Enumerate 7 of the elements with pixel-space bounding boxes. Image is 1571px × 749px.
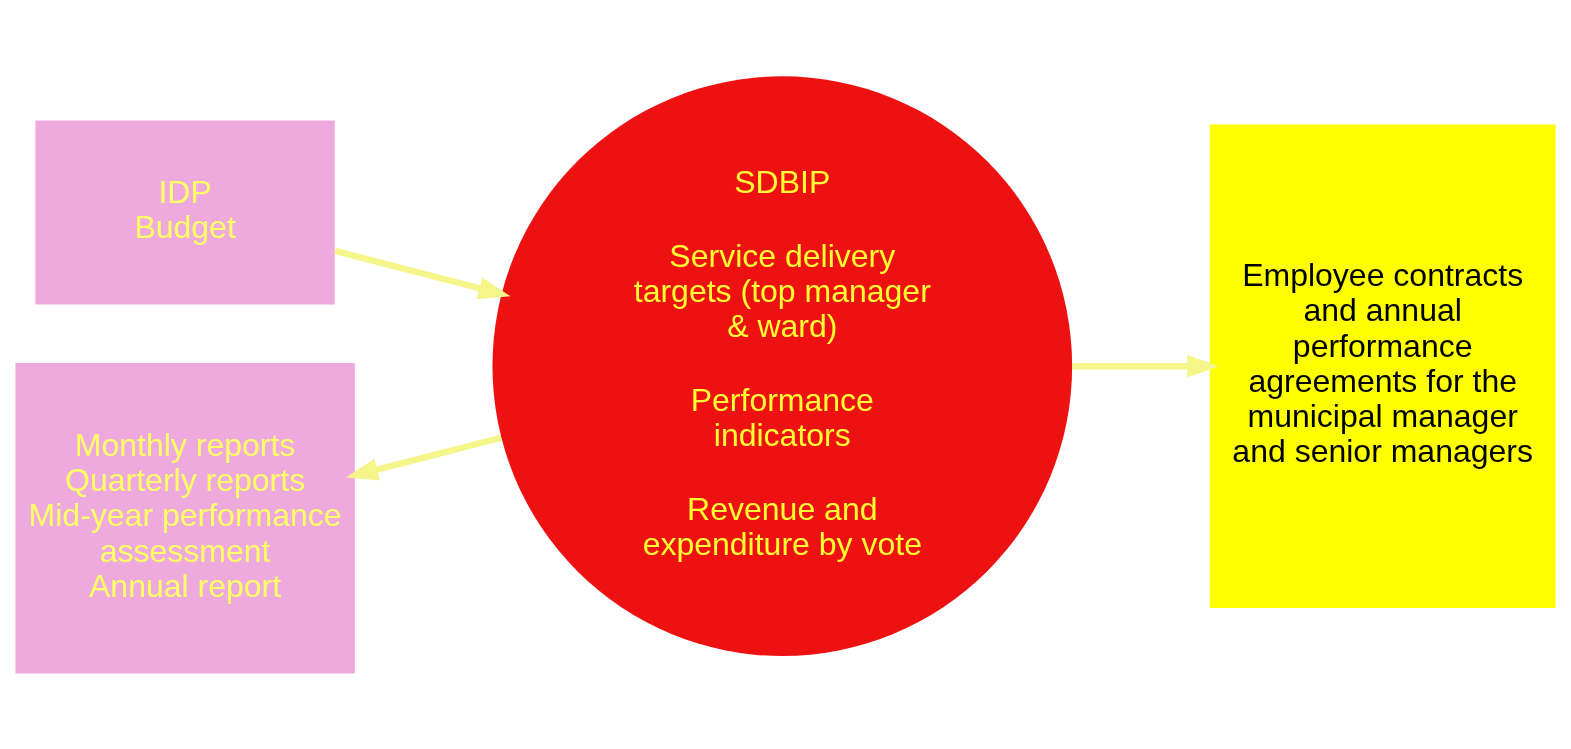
node-box: Monthly reports Quarterly reports Mid-year performance assessment Annual report	[15, 362, 355, 674]
node-box: IDP Budget	[35, 119, 335, 305]
arrow	[1072, 354, 1220, 377]
node-circle: SDBIP Service delivery targets (top manager & ward) Performance indicators Revenue and expenditure by vote	[492, 75, 1073, 656]
arrow	[334, 247, 511, 299]
node-box: Employee contracts and annual performance agreements for the municipal manager and senior managers	[1209, 123, 1556, 608]
arrow	[345, 434, 502, 480]
